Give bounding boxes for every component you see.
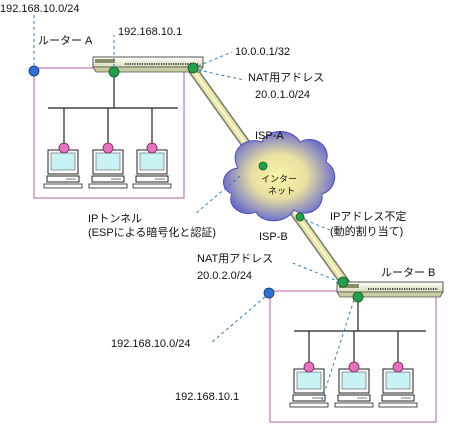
- pc-nic-dots: [58, 142, 404, 373]
- router-b-icon: [336, 281, 444, 298]
- lan-ip-a-label: 192.168.10.1: [118, 26, 182, 38]
- nat-b-addr: 20.0.2.0/24: [197, 270, 252, 282]
- pc-icon: [289, 368, 329, 408]
- pc-icon: [43, 149, 83, 189]
- lan-a-wiring: [48, 72, 178, 148]
- nat-a-title: NAT用アドレス: [248, 72, 324, 84]
- wan-ip-a-label: 10.0.0.1/32: [235, 46, 290, 58]
- nat-b-title: NAT用アドレス: [197, 253, 273, 265]
- internet-label-1: インター: [261, 174, 297, 184]
- dynamic-ip-sub: (動的割り当て): [330, 224, 403, 238]
- dynamic-ip-title: IPアドレス不定: [330, 209, 406, 223]
- lan-b-wiring: [294, 297, 426, 367]
- internet-cloud-icon: [223, 131, 336, 222]
- pc-icon: [334, 368, 374, 408]
- isp-a-label: ISP-A: [255, 130, 284, 142]
- isp-b-label: ISP-B: [259, 231, 288, 243]
- router-a-label: ルーター A: [38, 34, 93, 47]
- nat-a-addr: 20.0.1.0/24: [255, 89, 310, 101]
- interface-dots: [108, 62, 364, 303]
- pc-icon: [132, 149, 172, 189]
- internet-label-2: ネット: [268, 186, 295, 196]
- network-dots: [28, 65, 275, 299]
- net-b-label: 192.168.10.0/24: [111, 338, 191, 350]
- router-a-icon: [92, 56, 204, 73]
- net-a-label: 192.168.10.0/24: [0, 3, 80, 15]
- pc-icon: [378, 368, 418, 408]
- tunnel-label-2: (ESPによる暗号化と認証): [88, 225, 216, 239]
- site-b-border: [269, 290, 437, 423]
- pc-icon: [88, 149, 128, 189]
- lan-ip-b-label: 192.168.10.1: [175, 391, 239, 403]
- router-b-label: ルーター B: [381, 266, 435, 279]
- tunnel-label-1: IPトンネル: [88, 212, 142, 225]
- callout-lines: [33, 14, 355, 401]
